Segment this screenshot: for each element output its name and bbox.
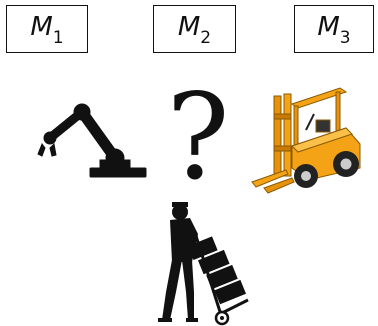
machine-box-m1: M1: [6, 5, 88, 53]
machine-label-m2: M2: [177, 11, 212, 49]
machine-label-m1: M1: [30, 11, 64, 49]
question-mark: ?: [166, 68, 230, 206]
robot-arm-icon: [37, 103, 147, 178]
machine-box-m3: M3: [294, 5, 374, 53]
machine-label-m3: M3: [317, 11, 351, 49]
worker-with-hand-truck-icon: [158, 202, 249, 326]
machine-box-m2: M2: [153, 5, 236, 53]
forklift-icon: [251, 87, 361, 194]
